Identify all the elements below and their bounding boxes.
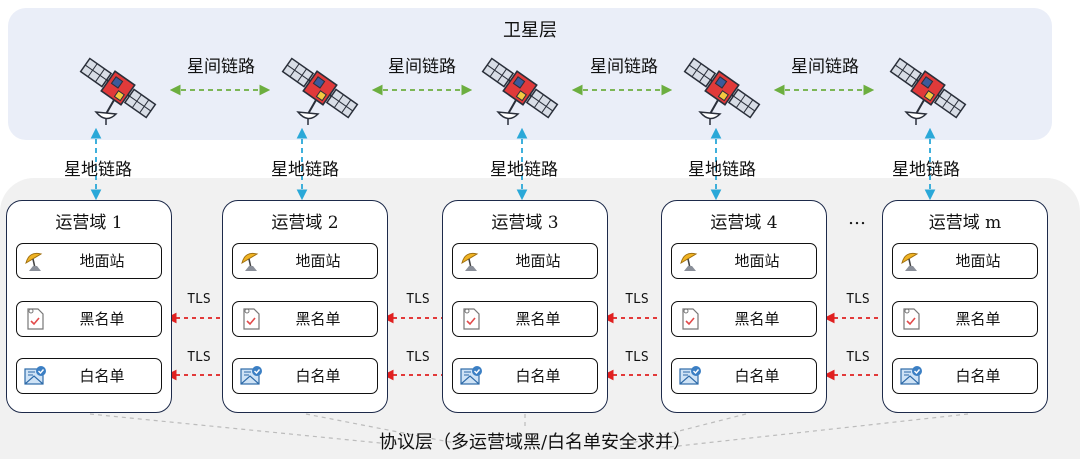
operating-domain-2: 运营域 2 地面站 黑名单 白名单: [222, 200, 388, 413]
mail-check-icon: [240, 366, 262, 385]
tls-label: TLS: [406, 350, 430, 365]
ground-station-label: 地面站: [515, 252, 561, 270]
blacklist-label: 黑名单: [734, 310, 780, 328]
satellite-ground-link-label: 星地链路: [892, 160, 960, 180]
satellite-ground-link-label: 星地链路: [490, 160, 558, 180]
mail-check-icon: [24, 366, 46, 385]
inter-satellite-link-label: 星间链路: [791, 57, 859, 77]
ground-station-label: 地面站: [734, 252, 780, 270]
ground-station-box: 地面站: [452, 243, 598, 279]
ground-station-box: 地面站: [892, 243, 1038, 279]
inter-satellite-link-label: 星间链路: [388, 57, 456, 77]
satellite-icon: [681, 54, 763, 126]
operating-domain-m: 运营域 m 地面站 黑名单 白名单: [882, 200, 1048, 413]
satellite-layer-title: 卫星层: [503, 20, 557, 41]
blacklist-label: 黑名单: [295, 310, 341, 328]
whitelist-label: 白名单: [79, 367, 125, 385]
ground-station-label: 地面站: [79, 252, 125, 270]
domain-title: 运营域 4: [710, 213, 778, 233]
whitelist-box: 白名单: [232, 358, 378, 394]
protocol-connector: [659, 413, 969, 449]
document-check-icon: [903, 308, 920, 330]
satellite-ground-link-label: 星地链路: [688, 160, 756, 180]
document-check-icon: [243, 308, 260, 330]
whitelist-box: 白名单: [452, 358, 598, 394]
inter-satellite-link-label: 星间链路: [187, 57, 255, 77]
satellite-icon: [479, 54, 561, 126]
satellite-ground-link-label: 星地链路: [271, 160, 339, 180]
whitelist-box: 白名单: [671, 358, 817, 394]
tls-label: TLS: [187, 292, 211, 307]
whitelist-box: 白名单: [16, 358, 162, 394]
operating-domain-3: 运营域 3 地面站 黑名单 白名单: [442, 200, 608, 413]
satellite-dish-icon: [241, 252, 259, 271]
domain-title: 运营域 m: [928, 213, 1002, 233]
operating-domain-4: 运营域 4 地面站 黑名单 白名单: [661, 200, 827, 413]
domain-title: 运营域 1: [55, 213, 123, 233]
satellite-dish-icon: [461, 252, 479, 271]
mail-check-icon: [679, 366, 701, 385]
protocol-connector: [305, 413, 471, 447]
satellite-dish-icon: [901, 252, 919, 271]
satellite-layer-background: [8, 8, 1052, 140]
satellite-ground-link-label: 星地链路: [64, 160, 132, 180]
blacklist-label: 黑名单: [515, 310, 561, 328]
blacklist-box: 黑名单: [671, 301, 817, 337]
blacklist-box: 黑名单: [452, 301, 598, 337]
whitelist-label: 白名单: [295, 367, 341, 385]
tls-label: TLS: [187, 350, 211, 365]
satellite-icon: [887, 54, 969, 126]
tls-label: TLS: [625, 292, 649, 307]
blacklist-label: 黑名单: [955, 310, 1001, 328]
mail-check-icon: [460, 366, 482, 385]
protocol-layer-title: 协议层（多运营域黑/白名单安全求并）: [378, 432, 692, 453]
blacklist-box: 黑名单: [16, 301, 162, 337]
blacklist-label: 黑名单: [79, 310, 125, 328]
ground-station-label: 地面站: [295, 252, 341, 270]
whitelist-box: 白名单: [892, 358, 1038, 394]
satellite-icon: [279, 54, 361, 126]
whitelist-label: 白名单: [734, 367, 780, 385]
ground-station-label: 地面站: [955, 252, 1001, 270]
document-check-icon: [27, 308, 44, 330]
ellipsis: …: [848, 208, 868, 229]
ground-station-box: 地面站: [16, 243, 162, 279]
operating-domain-1: 运营域 1 地面站 黑名单 白名单: [6, 200, 172, 413]
tls-label: TLS: [406, 292, 430, 307]
tls-label: TLS: [846, 292, 870, 307]
domain-title: 运营域 3: [491, 213, 559, 233]
ground-station-box: 地面站: [671, 243, 817, 279]
satellite-dish-icon: [680, 252, 698, 271]
domain-title: 运营域 2: [271, 213, 339, 233]
whitelist-label: 白名单: [515, 367, 561, 385]
blacklist-box: 黑名单: [232, 301, 378, 337]
protocol-connector: [89, 413, 431, 449]
document-check-icon: [682, 308, 699, 330]
document-check-icon: [463, 308, 480, 330]
ground-station-box: 地面站: [232, 243, 378, 279]
tls-label: TLS: [846, 350, 870, 365]
blacklist-box: 黑名单: [892, 301, 1038, 337]
tls-label: TLS: [625, 350, 649, 365]
mail-check-icon: [900, 366, 922, 385]
protocol-connector: [619, 413, 747, 447]
satellite-dish-icon: [25, 252, 43, 271]
satellite-icon: [77, 54, 159, 126]
whitelist-label: 白名单: [955, 367, 1001, 385]
inter-satellite-link-label: 星间链路: [590, 57, 658, 77]
